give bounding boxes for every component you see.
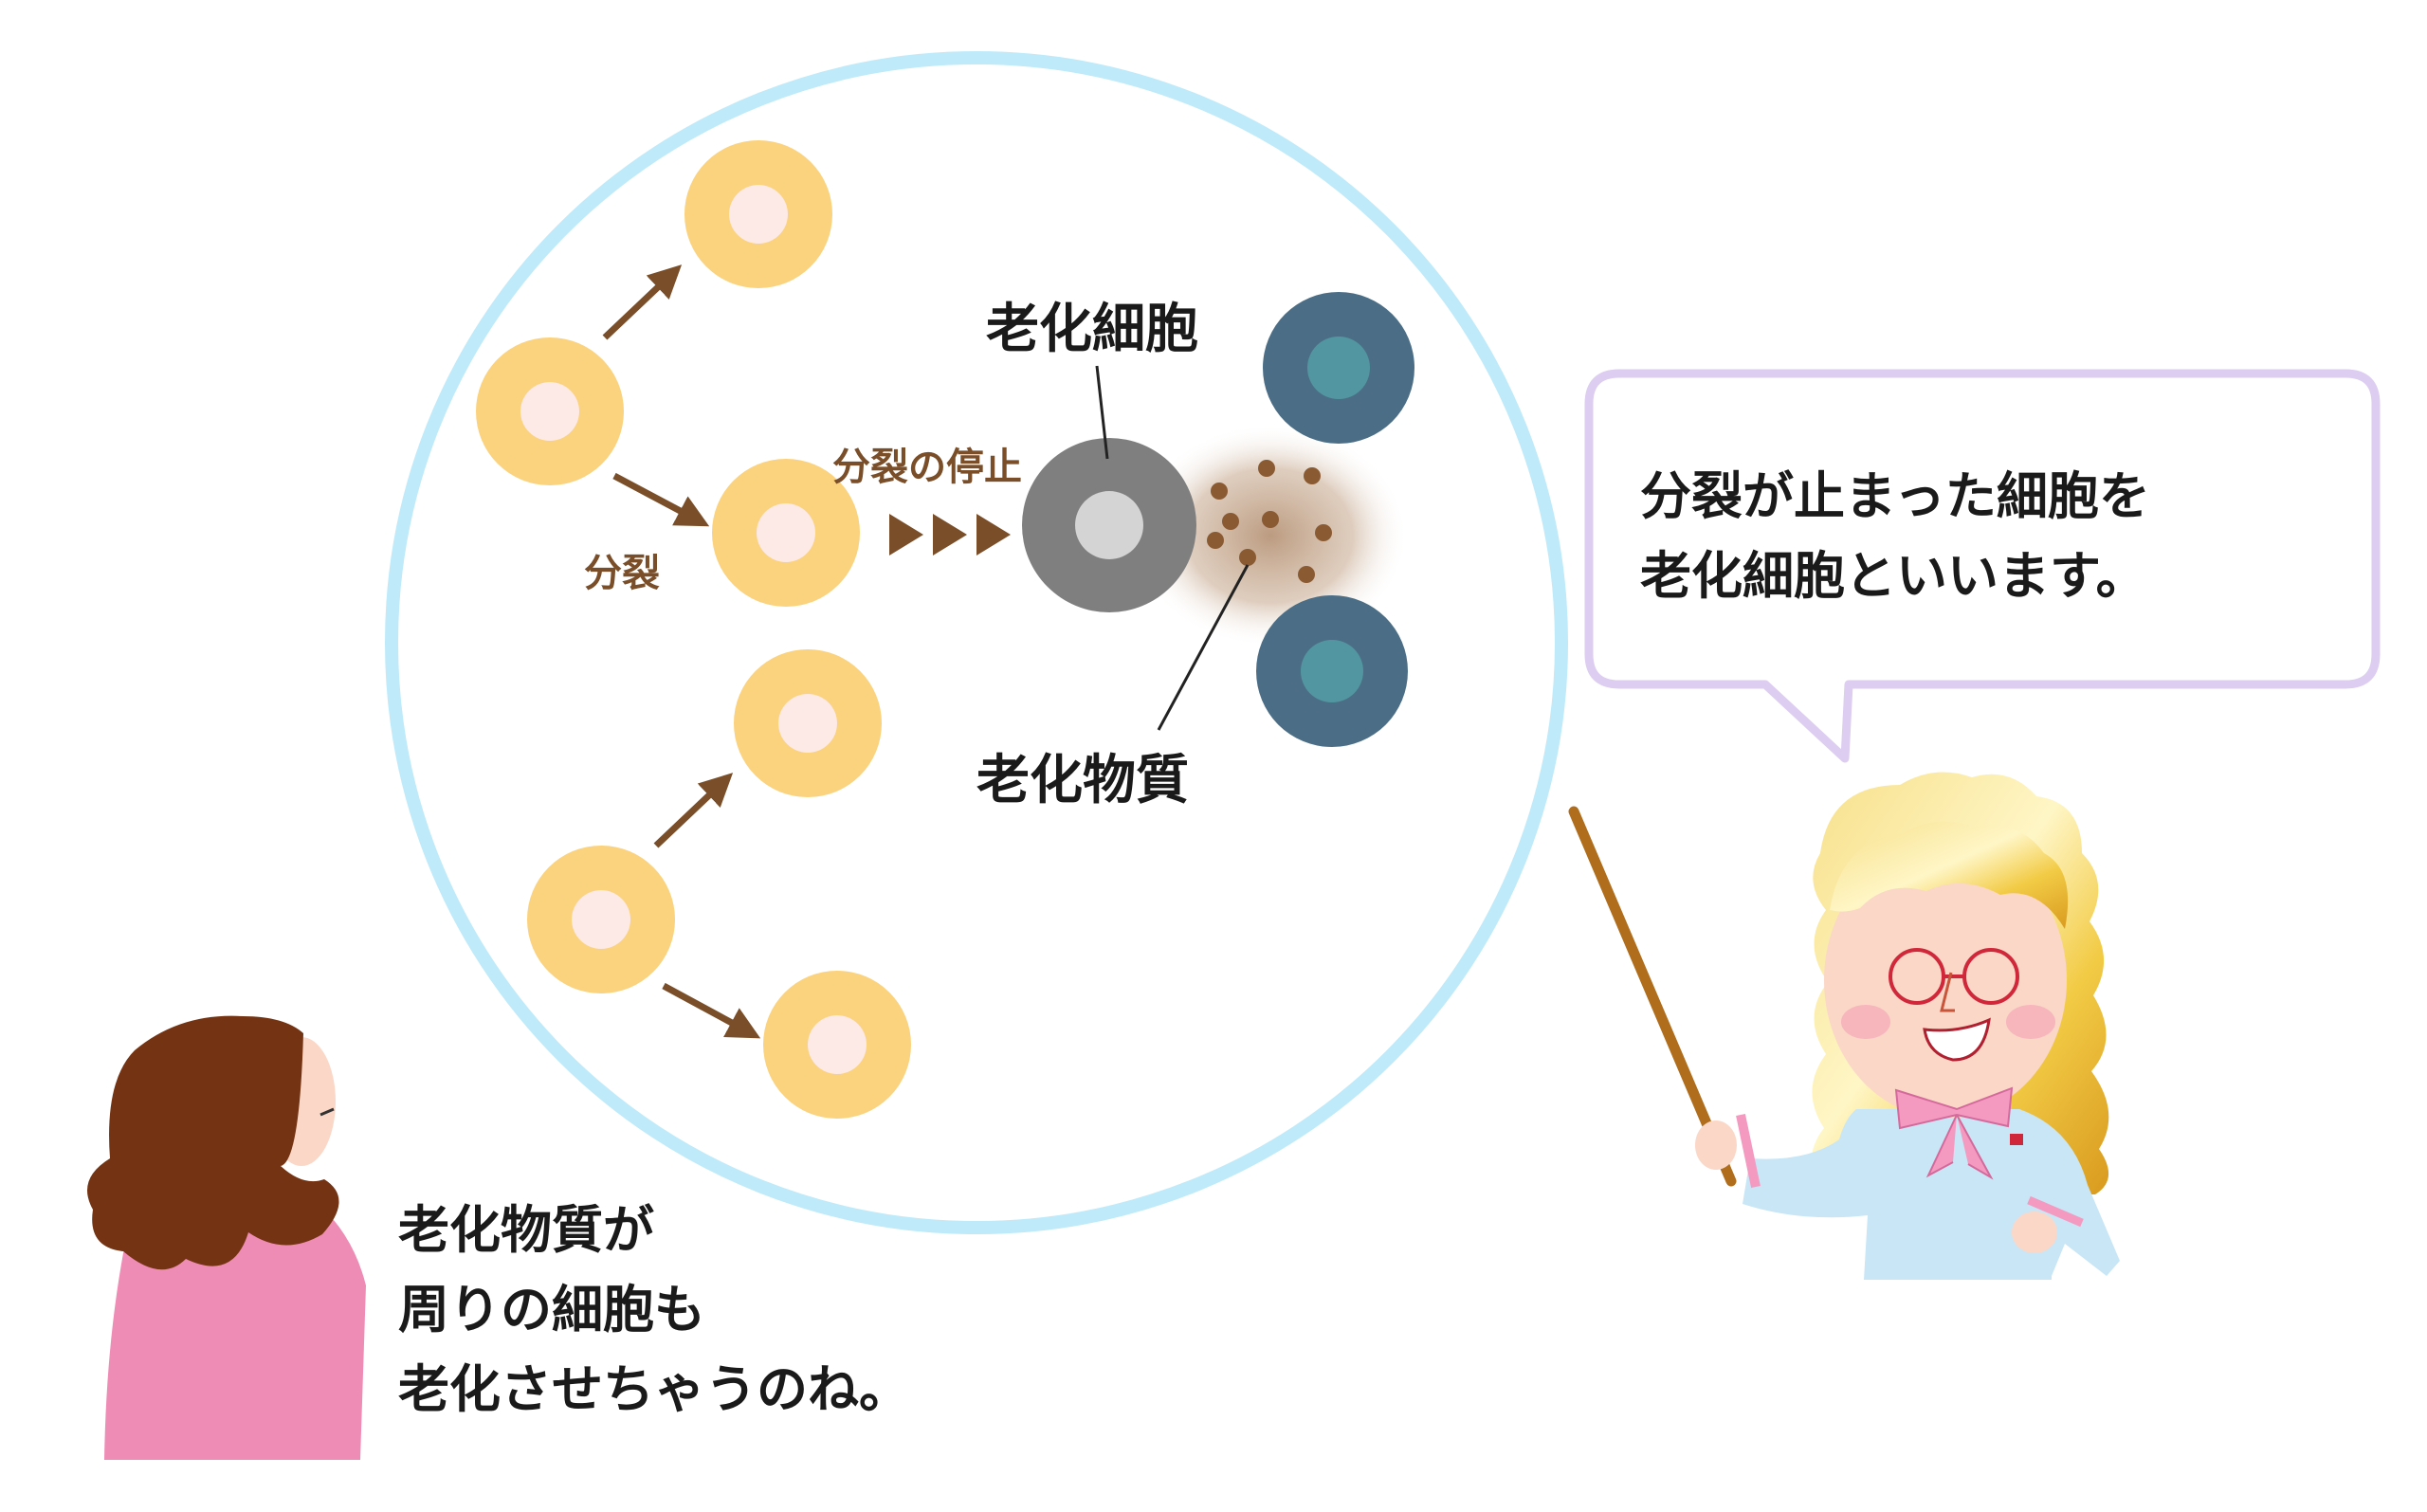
student-speech-line-2: 周りの細胞も bbox=[398, 1280, 705, 1339]
healthy-cell bbox=[527, 846, 675, 993]
teacher-hair-fringe bbox=[1830, 821, 2069, 929]
pointer-stick bbox=[1568, 806, 1737, 1187]
teacher-speech-line-2: 老化細胞といいます。 bbox=[1640, 546, 2147, 606]
division-arrow bbox=[602, 264, 683, 340]
particle bbox=[1298, 566, 1315, 583]
teacher-speech-line-1: 分裂が止まった細胞を bbox=[1640, 466, 2150, 526]
teacher-hand-other bbox=[2012, 1211, 2057, 1253]
healthy-cell bbox=[763, 971, 911, 1119]
teacher-cheek-left bbox=[1841, 1005, 1890, 1039]
teacher-cuff bbox=[1736, 1113, 1761, 1189]
teacher-badge bbox=[2010, 1134, 2023, 1145]
triangle-icon bbox=[933, 514, 967, 556]
particle bbox=[1211, 483, 1228, 500]
teacher-cheek-right bbox=[2006, 1005, 2055, 1039]
aging-substance-particles bbox=[1207, 460, 1332, 583]
healthy-cell bbox=[684, 140, 832, 288]
particle bbox=[1258, 460, 1275, 477]
triangle-icon bbox=[976, 514, 1011, 556]
division-label: 分裂 bbox=[584, 552, 660, 595]
particle bbox=[1315, 524, 1332, 541]
affected-cell bbox=[1263, 292, 1414, 444]
particle bbox=[1262, 511, 1279, 528]
glasses-icon bbox=[1889, 948, 2019, 1005]
teacher-hand-pointer bbox=[1695, 1120, 1737, 1170]
division-arrows bbox=[602, 264, 761, 1039]
division-stop-label: 分裂の停止 bbox=[832, 446, 1022, 489]
student-character bbox=[87, 1015, 366, 1460]
teacher-mouth bbox=[1923, 1017, 1991, 1062]
healthy-cell bbox=[734, 649, 882, 797]
teacher-bow bbox=[1894, 1086, 2014, 1180]
student-hair bbox=[87, 1015, 339, 1270]
particle bbox=[1222, 513, 1239, 530]
particle bbox=[1207, 532, 1224, 549]
triangle-icon bbox=[889, 514, 923, 556]
healthy-cell bbox=[476, 337, 624, 485]
affected-cell bbox=[1256, 595, 1408, 747]
teacher-character bbox=[1568, 772, 2120, 1280]
student-eye bbox=[319, 1107, 335, 1117]
division-arrow bbox=[653, 773, 734, 848]
division-arrow bbox=[612, 472, 710, 527]
stop-arrow-triangles bbox=[889, 514, 1011, 556]
senescent-cell-leader-line bbox=[1095, 365, 1109, 460]
teacher-nose bbox=[1940, 972, 1955, 1012]
senescent-cell bbox=[1022, 438, 1196, 612]
senescent-cell-label: 老化細胞 bbox=[986, 299, 1198, 360]
healthy-cells bbox=[476, 140, 911, 1119]
teacher-cuff-other bbox=[2027, 1195, 2084, 1228]
aging-substance-label: 老化物質 bbox=[976, 750, 1189, 811]
teacher-speech-bubble bbox=[1584, 369, 2381, 763]
division-arrow bbox=[662, 982, 761, 1039]
student-speech-line-3: 老化させちゃうのね。 bbox=[398, 1359, 910, 1419]
aging-substance-leader-line bbox=[1157, 564, 1250, 731]
aging-substance-cloud bbox=[1133, 424, 1408, 647]
particle bbox=[1304, 467, 1321, 484]
particle bbox=[1239, 549, 1256, 566]
teacher-face bbox=[1824, 842, 2067, 1119]
student-speech-line-1: 老化物質が bbox=[398, 1200, 654, 1260]
healthy-cell bbox=[712, 459, 860, 607]
